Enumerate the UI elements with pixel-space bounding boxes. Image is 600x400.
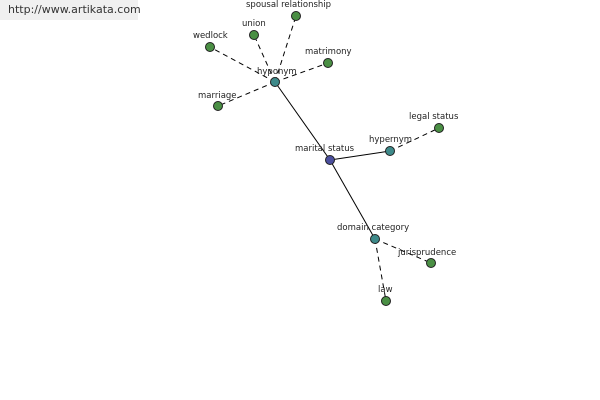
node-marital-status[interactable] bbox=[325, 155, 335, 165]
edge-layer bbox=[209, 15, 440, 302]
edge-hyponym-marriage bbox=[217, 81, 276, 107]
source-url[interactable]: http://www.artikata.com bbox=[0, 0, 141, 20]
node-law[interactable] bbox=[381, 296, 391, 306]
edge-hyponym-spousal-relationship bbox=[274, 15, 297, 83]
label-marital-status[interactable]: marital status bbox=[295, 144, 355, 154]
node-marriage[interactable] bbox=[213, 101, 223, 111]
label-marriage[interactable]: marriage bbox=[198, 91, 237, 101]
label-hypernym[interactable]: hypernym bbox=[369, 135, 412, 145]
edge-hyponym-wedlock bbox=[209, 46, 276, 83]
node-wedlock[interactable] bbox=[205, 42, 215, 52]
label-matrimony[interactable]: matrimony bbox=[305, 47, 352, 57]
edge-marital-status-hyponym bbox=[274, 81, 331, 161]
node-legal-status[interactable] bbox=[434, 123, 444, 133]
node-matrimony[interactable] bbox=[323, 58, 333, 68]
edge-marital-status-hypernym bbox=[329, 150, 391, 161]
label-union[interactable]: union bbox=[242, 19, 266, 29]
label-hyponym[interactable]: hyponym bbox=[257, 67, 297, 77]
node-spousal-relationship[interactable] bbox=[291, 11, 301, 21]
node-hyponym[interactable] bbox=[270, 77, 280, 87]
label-law[interactable]: law bbox=[378, 285, 393, 295]
label-legal-status[interactable]: legal status bbox=[409, 112, 459, 122]
node-layer bbox=[205, 11, 444, 306]
label-layer: marital status hyponym hypernym domain cate… bbox=[193, 0, 459, 295]
label-spousal-relationship[interactable]: spousal relationship bbox=[246, 0, 331, 10]
edge-domain-category-law bbox=[374, 238, 387, 302]
edge-domain-category-jurisprudence bbox=[374, 238, 432, 264]
node-union[interactable] bbox=[249, 30, 259, 40]
node-jurisprudence[interactable] bbox=[426, 258, 436, 268]
node-hypernym[interactable] bbox=[385, 146, 395, 156]
node-domain-category[interactable] bbox=[370, 234, 380, 244]
edge-hyponym-matrimony bbox=[274, 62, 329, 83]
edge-marital-status-domain-category bbox=[329, 159, 376, 240]
edge-hypernym-legal-status bbox=[389, 127, 440, 152]
label-wedlock[interactable]: wedlock bbox=[193, 31, 228, 41]
label-domain-category[interactable]: domain category bbox=[337, 223, 409, 233]
label-jurisprudence[interactable]: jurisprudence bbox=[397, 248, 456, 258]
